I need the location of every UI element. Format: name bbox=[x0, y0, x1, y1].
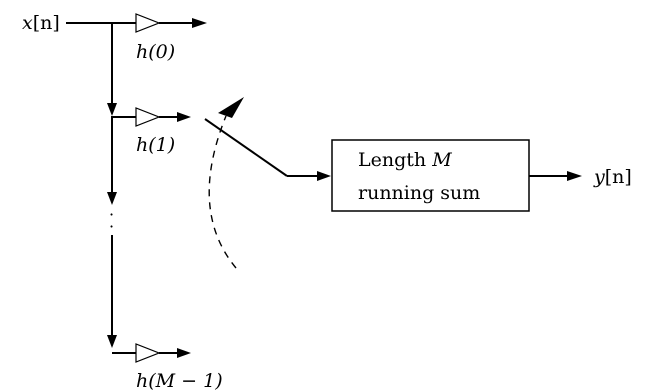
tap1-arrowhead bbox=[177, 112, 191, 122]
ellipsis-dot-1: · bbox=[109, 205, 114, 224]
tap-label-h0: h(0) bbox=[136, 41, 175, 63]
tap0-arrowhead bbox=[192, 18, 207, 28]
commutator-switch-arm bbox=[204, 118, 288, 177]
input-label: x[n] bbox=[22, 12, 60, 34]
tapM-arrowhead bbox=[177, 348, 191, 358]
tap-label-h1: h(1) bbox=[136, 134, 175, 156]
output-arrowhead bbox=[567, 171, 582, 181]
input-var: x bbox=[22, 12, 33, 34]
block-line-1: Length M bbox=[358, 149, 452, 171]
rotation-arc-dashed bbox=[208, 115, 237, 269]
tap-label-hM1: h(M − 1) bbox=[136, 370, 223, 391]
output-label: y[n] bbox=[593, 166, 632, 188]
gain-h0-triangle bbox=[135, 13, 161, 33]
input-index: [n] bbox=[33, 12, 60, 34]
trunk-arrowhead-2 bbox=[107, 192, 117, 205]
trunk-arrowhead-1 bbox=[107, 103, 117, 116]
gain-hM1-triangle bbox=[135, 343, 161, 363]
running-sum-block bbox=[331, 139, 530, 212]
switch-to-block-arrowhead bbox=[317, 171, 331, 181]
ellipsis-dot-2: · bbox=[109, 217, 114, 236]
trunk-arrowhead-3 bbox=[107, 335, 117, 348]
rotation-arc-arrowhead bbox=[218, 97, 244, 118]
gain-h1-triangle bbox=[135, 107, 161, 127]
block-line-2: running sum bbox=[358, 182, 480, 204]
